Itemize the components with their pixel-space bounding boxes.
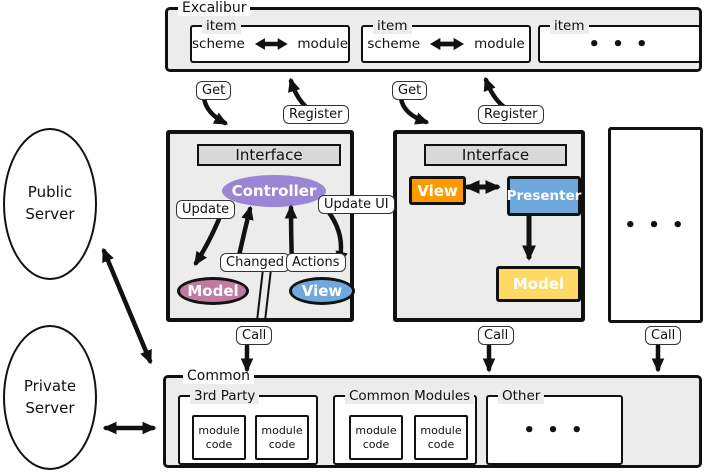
mvc-model-node: Model (177, 277, 249, 305)
item-box-2: item scheme module (361, 18, 531, 63)
more-modules-box: • • • (608, 127, 703, 323)
ellipsis: • • • (523, 419, 586, 441)
private-server-ellipse: Private Server (3, 325, 97, 470)
other-label: Other (498, 388, 545, 404)
double-arrow-icon (254, 38, 288, 50)
server-label: Public (27, 183, 73, 202)
mvp-box: Interface View Presenter Model (393, 130, 585, 322)
third-party-box: 3rd Party module code module code (178, 388, 318, 465)
actions-pill: Actions (286, 253, 346, 272)
get-arrow-right (398, 95, 430, 125)
excalibur-box: Excalibur item scheme module item scheme… (165, 0, 702, 72)
mvp-view-node: View (409, 176, 466, 205)
common-modules-box: Common Modules module code module code (333, 388, 477, 465)
item-label: item (373, 18, 412, 34)
common-modules-label: Common Modules (345, 388, 475, 404)
call-pill-more: Call (645, 326, 682, 345)
excalibur-label: Excalibur (178, 0, 251, 16)
item-box-1: item scheme module (190, 18, 350, 63)
get-arrow-left (201, 95, 229, 126)
module-code-box: module code (255, 415, 309, 460)
register-pill-right: Register (478, 105, 544, 124)
get-pill-left: Get (196, 81, 232, 100)
module-code-box: module code (349, 415, 403, 460)
ellipsis: • • • (588, 33, 651, 55)
module-label: module (474, 36, 525, 52)
scheme-label: scheme (192, 36, 245, 52)
other-box: Other • • • (486, 388, 623, 465)
item-label: item (202, 18, 241, 34)
changed-pill: Changed (220, 253, 291, 272)
common-box: Common 3rd Party module code module code… (163, 368, 702, 468)
mvc-interface-header: Interface (197, 144, 341, 166)
register-pill-left: Register (283, 105, 349, 124)
item-label: item (550, 18, 589, 34)
mvp-interface-header: Interface (424, 144, 567, 166)
get-pill-right: Get (392, 81, 428, 100)
item-box-3: item • • • (538, 18, 701, 63)
server-label: Server (25, 398, 75, 417)
module-code-box: module code (414, 415, 468, 460)
scheme-label: scheme (367, 36, 421, 52)
module-code-box: module code (192, 415, 246, 460)
mvp-model-node: Model (496, 266, 581, 302)
mvc-view-node: View (289, 277, 355, 305)
public-server-common-arrow (101, 247, 153, 365)
mvc-box: Interface Controller Model View Update U… (166, 130, 395, 322)
server-label: Server (25, 205, 75, 223)
presenter-node: Presenter (507, 176, 581, 216)
server-label: Private (23, 376, 77, 395)
public-server-ellipse: Public Server (3, 128, 97, 280)
update-ui-pill: Update UI (318, 195, 395, 214)
call-pill-mvc: Call (236, 326, 273, 345)
common-label: Common (183, 368, 255, 384)
double-arrow-icon (430, 37, 465, 51)
module-label: module (297, 36, 348, 52)
third-party-label: 3rd Party (190, 388, 260, 404)
update-pill: Update (176, 200, 236, 219)
controller-node: Controller (222, 175, 326, 207)
ellipsis: • • • (624, 214, 687, 236)
call-pill-mvp: Call (478, 326, 515, 345)
